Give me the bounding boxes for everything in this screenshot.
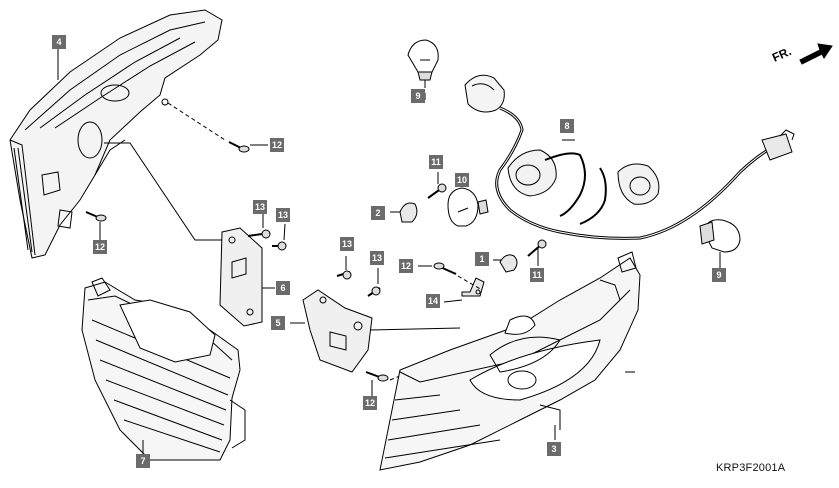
screws-13-mid: [336, 256, 381, 297]
housing-upper-left: [9, 9, 223, 259]
callout-12-left: 12: [93, 240, 107, 254]
clamp-14: [443, 277, 485, 303]
screw-11-upper: [427, 172, 447, 199]
callout-12-lower: 12: [363, 396, 377, 410]
callout-11-right: 11: [530, 268, 544, 282]
callout-2: 2: [371, 206, 385, 220]
bracket-5: [290, 289, 461, 373]
screw-11-right: [527, 239, 547, 266]
wire-harness-8: [464, 74, 795, 240]
lamp-assembly-3: [379, 251, 641, 471]
callout-13-c: 13: [340, 237, 354, 251]
callout-5: 5: [271, 316, 285, 330]
callout-14: 14: [426, 294, 440, 308]
bulb-10: [447, 187, 489, 227]
clamp-1: [493, 254, 518, 273]
callout-8: 8: [560, 119, 574, 133]
callout-7: 7: [136, 454, 150, 468]
screws-13-left: [247, 212, 287, 251]
callout-3: 3: [547, 442, 561, 456]
callout-6: 6: [276, 281, 290, 295]
lens-7: [81, 277, 246, 461]
callout-13-a: 13: [253, 200, 267, 214]
screw-12-left: [85, 211, 107, 240]
diagram-code: KRP3F2001A: [716, 462, 786, 474]
callout-10: 10: [455, 173, 469, 187]
callout-1: 1: [475, 252, 489, 266]
screw-12-upper: [167, 102, 268, 153]
callout-9-upper: 9: [411, 89, 425, 103]
bulb-9-right: [699, 219, 741, 268]
callout-9-right: 9: [712, 268, 726, 282]
callout-13-b: 13: [276, 208, 290, 222]
screw-12-mid: [418, 262, 483, 291]
front-direction-arrow: [799, 43, 833, 65]
callout-11-upper: 11: [429, 155, 443, 169]
callout-12-upper: 12: [270, 138, 284, 152]
bulb-9-upper: [407, 39, 439, 88]
callout-13-d: 13: [370, 251, 384, 265]
callout-12-mid: 12: [399, 259, 413, 273]
bracket-6: [219, 227, 275, 327]
clamp-2: [390, 202, 418, 223]
callout-4: 4: [52, 35, 66, 49]
